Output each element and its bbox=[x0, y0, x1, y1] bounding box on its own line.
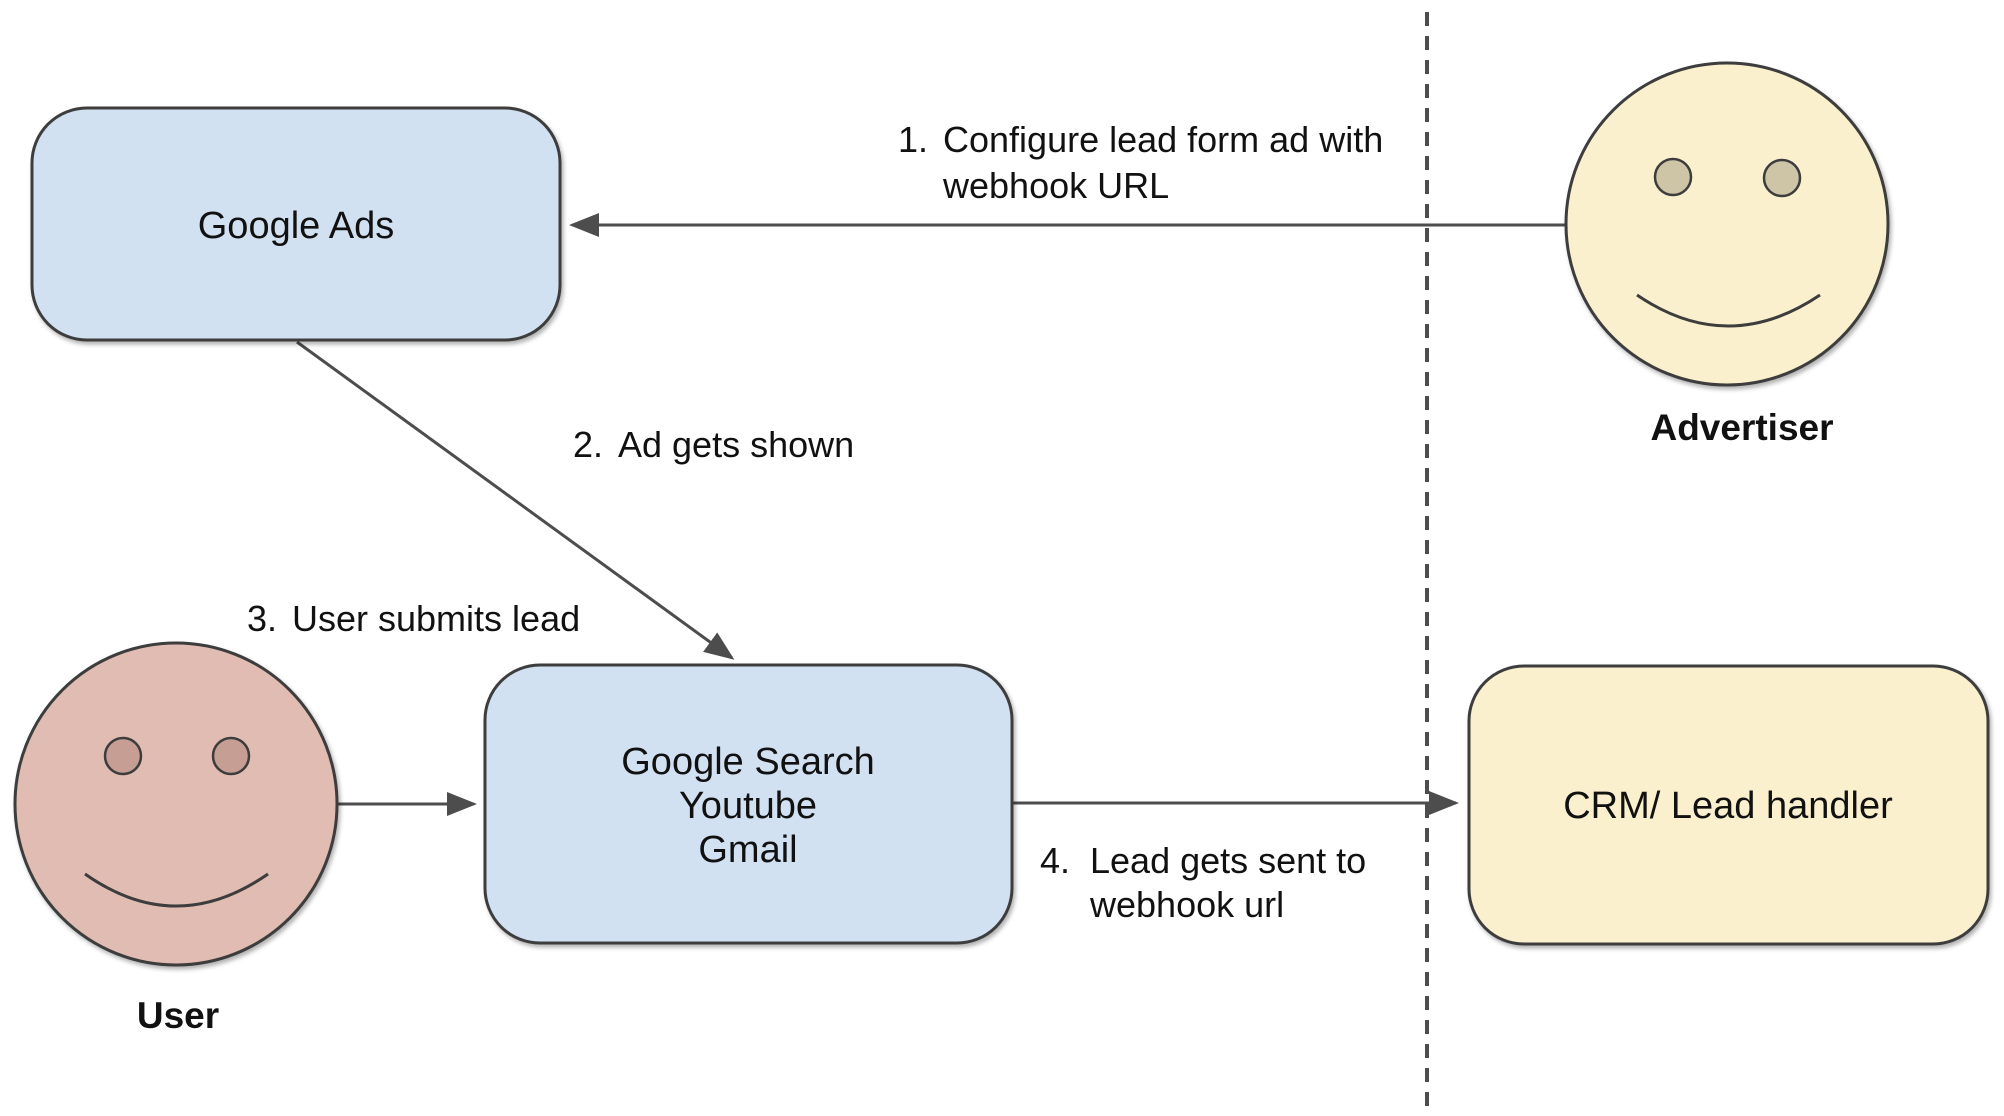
platforms-label-line-2: Youtube bbox=[679, 785, 817, 827]
step-1-annotation: 1. Configure lead form ad with webhook U… bbox=[898, 119, 1383, 206]
step-3-text: User submits lead bbox=[292, 598, 580, 639]
user-smile-icon bbox=[84, 872, 269, 908]
platforms-label-line-1: Google Search bbox=[621, 741, 875, 783]
actor-user: User bbox=[13, 641, 339, 1036]
google-ads-label: Google Ads bbox=[198, 205, 394, 247]
step-2-annotation: 2. Ad gets shown bbox=[573, 424, 854, 465]
step-1-text-line-2: webhook URL bbox=[942, 165, 1169, 206]
user-left-eye-icon bbox=[103, 736, 143, 776]
user-right-eye-icon bbox=[211, 736, 251, 776]
advertiser-left-eye-icon bbox=[1653, 157, 1693, 197]
step-4-text-line-1: Lead gets sent to bbox=[1090, 840, 1366, 881]
advertiser-smile-icon bbox=[1636, 293, 1821, 328]
step-4-number: 4. bbox=[1040, 840, 1070, 881]
step-2-text: Ad gets shown bbox=[618, 424, 854, 465]
advertiser-right-eye-icon bbox=[1762, 158, 1802, 198]
step-3-number: 3. bbox=[247, 598, 277, 639]
platforms-box bbox=[483, 663, 1014, 945]
node-platforms: Google Search Youtube Gmail bbox=[483, 663, 1014, 945]
user-label: User bbox=[137, 995, 219, 1036]
step-3-annotation: 3. User submits lead bbox=[247, 598, 580, 639]
step-1-number: 1. bbox=[898, 119, 928, 160]
arrow-ad-gets-shown bbox=[296, 340, 735, 660]
actor-advertiser: Advertiser bbox=[1564, 61, 1890, 448]
user-face-icon bbox=[13, 641, 339, 967]
google-ads-box bbox=[30, 106, 562, 342]
advertiser-label: Advertiser bbox=[1650, 407, 1833, 448]
advertiser-face-icon bbox=[1564, 61, 1890, 387]
node-google-ads: Google Ads bbox=[30, 106, 562, 342]
platforms-label-line-3: Gmail bbox=[698, 829, 797, 871]
step-4-text-line-2: webhook url bbox=[1089, 884, 1284, 925]
crm-box bbox=[1467, 664, 1990, 946]
crm-label: CRM/ Lead handler bbox=[1563, 785, 1893, 827]
step-2-number: 2. bbox=[573, 424, 603, 465]
step-4-annotation: 4. Lead gets sent to webhook url bbox=[1040, 840, 1366, 925]
node-crm: CRM/ Lead handler bbox=[1467, 664, 1990, 946]
step-1-text-line-1: Configure lead form ad with bbox=[943, 119, 1383, 160]
